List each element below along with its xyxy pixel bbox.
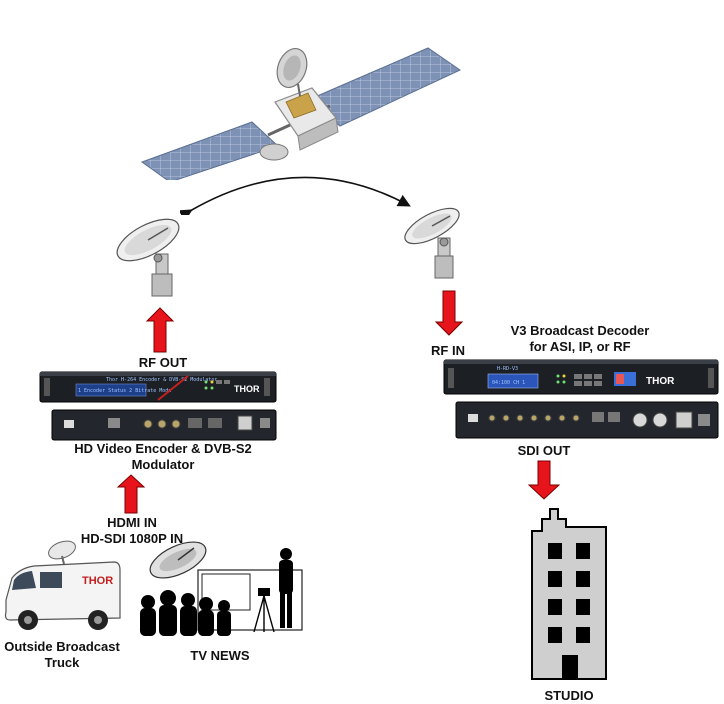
ob-truck-label-line1: Outside Broadcast	[4, 639, 120, 654]
encoder-label-line2: Modulator	[131, 457, 195, 472]
rf-in-arrow	[434, 290, 464, 336]
studio-building-icon	[531, 508, 607, 680]
hdmi-in-arrow	[116, 474, 146, 514]
decoder-title-line1: V3 Broadcast Decoder	[510, 323, 650, 338]
hdmi-in-label: HDMI IN	[107, 515, 157, 530]
hd-sdi-label: HD-SDI 1080P IN	[80, 531, 184, 546]
rf-in-label: RF IN	[431, 343, 465, 358]
uplink-dish-icon	[116, 218, 180, 297]
studio-label: STUDIO	[544, 688, 594, 703]
ob-truck-label-line2: Truck	[44, 655, 80, 670]
rf-out-arrow	[145, 307, 175, 353]
encoder-rack-icon: 1 Encoder Status 2 Bitrate Mode Thor H-2…	[39, 371, 277, 441]
sdi-out-label: SDI OUT	[517, 443, 571, 458]
decoder-rack-icon: 04:100 CH 1 H-RD-V3 THOR	[443, 359, 719, 439]
tv-news-label: TV NEWS	[190, 648, 250, 663]
tv-news-icon	[140, 541, 303, 636]
satellite-link-arrow	[180, 176, 411, 215]
decoder-panel-text: H-RD-V3	[497, 366, 518, 372]
encoder-logo: THOR	[234, 384, 260, 394]
encoder-panel-text: Thor H-264 Encoder & DVB-S2 Modulator	[106, 377, 217, 383]
ob-truck-icon: THOR	[4, 540, 121, 630]
encoder-display-text: 1 Encoder Status 2 Bitrate Mode	[78, 388, 171, 394]
truck-logo: THOR	[82, 575, 113, 587]
satellite-icon	[140, 47, 462, 180]
rf-out-label: RF OUT	[138, 355, 188, 370]
decoder-logo: THOR	[646, 376, 675, 387]
sdi-out-arrow	[527, 460, 561, 500]
decoder-title-line2: for ASI, IP, or RF	[529, 339, 631, 354]
encoder-label-line1: HD Video Encoder & DVB-S2	[74, 441, 252, 456]
decoder-display-text: 04:100 CH 1	[492, 380, 525, 386]
downlink-dish-icon	[404, 207, 460, 279]
